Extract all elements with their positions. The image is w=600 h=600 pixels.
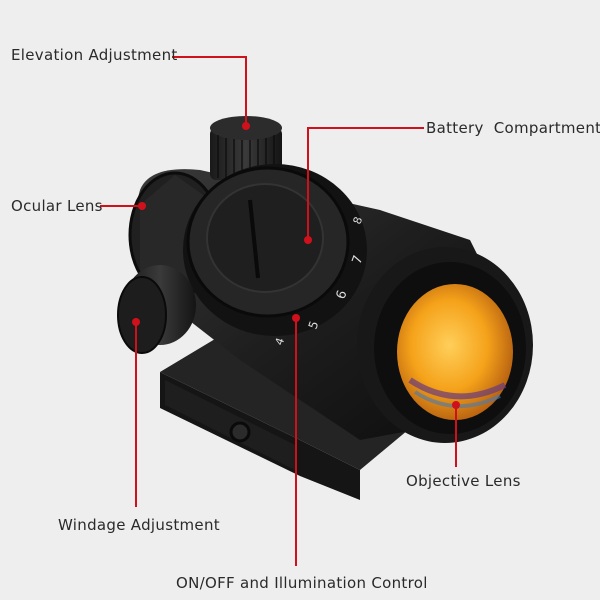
leader-dots [132,122,460,409]
marker-dot-icon [242,122,250,130]
objective-lens [357,247,533,443]
mount-screw-icon [229,421,251,443]
marker-dot-icon [138,202,146,210]
label-battery-compartment: Battery Compartment [426,119,600,137]
leader-lines [100,56,457,566]
label-onoff-illumination-control: ON/OFF and Illumination Control [176,574,428,592]
label-ocular-lens: Ocular Lens [11,197,103,215]
dial-number: 4 [273,336,288,347]
windage-knob [117,265,196,354]
marker-dot-icon [132,318,140,326]
label-objective-lens: Objective Lens [406,472,521,490]
dial-number: 8 [351,215,366,226]
marker-dot-icon [292,314,300,322]
label-elevation-adjustment: Elevation Adjustment [11,46,178,64]
leader-elevation [172,56,247,126]
marker-dot-icon [304,236,312,244]
leader-battery [307,127,424,240]
marker-dot-icon [452,401,460,409]
label-windage-adjustment: Windage Adjustment [58,516,220,534]
dial-number: 5 [306,319,322,331]
